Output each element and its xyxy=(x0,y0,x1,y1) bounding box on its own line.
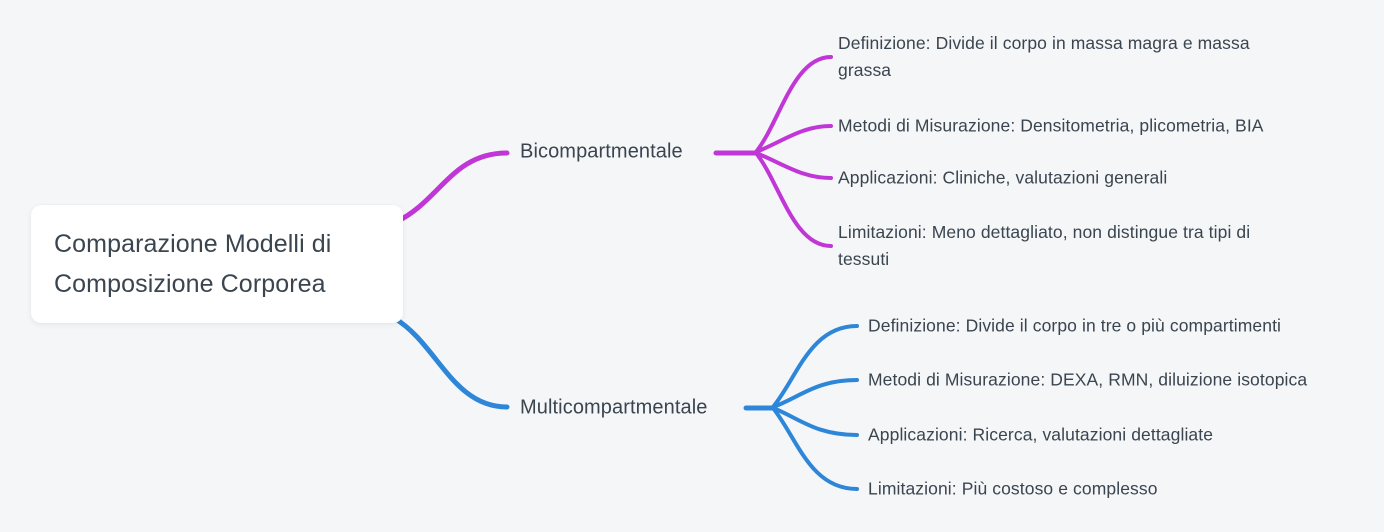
leaf-node-bicompartmentale-applicazioni[interactable]: Applicazioni: Cliniche, valutazioni gene… xyxy=(838,167,1168,188)
link-bicompartmentale-child-2 xyxy=(754,151,833,180)
link-multicompartmentale-child-1 xyxy=(771,378,859,409)
link-root-to-multicompartmentale xyxy=(391,315,510,410)
leaf-node-multicompartmentale-metodi[interactable]: Metodi di Misurazione: DEXA, RMN, diluiz… xyxy=(868,369,1308,390)
root-title: Comparazione Modelli di Composizione Cor… xyxy=(54,230,332,298)
link-bicompartmentale-child-0 xyxy=(754,55,833,154)
leaf-node-bicompartmentale-definizione[interactable]: Definizione: Divide il corpo in massa ma… xyxy=(838,33,1250,80)
leaf-node-multicompartmentale-limitazioni[interactable]: Limitazioni: Più costoso e complesso xyxy=(868,478,1158,499)
link-root-to-bicompartmentale xyxy=(393,150,510,225)
root-node[interactable]: Comparazione Modelli di Composizione Cor… xyxy=(31,205,403,323)
link-bicompartmentale-child-3 xyxy=(754,151,833,248)
branch-node-multicompartmentale[interactable]: Multicompartmentale xyxy=(520,396,708,419)
link-multicompartmentale-child-2 xyxy=(771,406,859,437)
leaf-node-multicompartmentale-definizione[interactable]: Definizione: Divide il corpo in tre o pi… xyxy=(868,315,1282,336)
branch-node-bicompartmentale[interactable]: Bicompartmentale xyxy=(520,140,683,163)
link-bicompartmentale-child-1 xyxy=(754,124,833,154)
branch-links-bicompartmentale xyxy=(393,55,833,248)
leaf-node-multicompartmentale-applicazioni[interactable]: Applicazioni: Ricerca, valutazioni detta… xyxy=(868,424,1214,445)
link-multicompartmentale-child-3 xyxy=(771,406,859,491)
leaf-node-bicompartmentale-metodi[interactable]: Metodi di Misurazione: Densitometria, pl… xyxy=(838,115,1264,136)
link-multicompartmentale-child-0 xyxy=(771,324,859,409)
branch-links-multicompartmentale xyxy=(391,315,859,491)
leaf-node-bicompartmentale-limitazioni[interactable]: Limitazioni: Meno dettagliato, non disti… xyxy=(838,222,1251,269)
